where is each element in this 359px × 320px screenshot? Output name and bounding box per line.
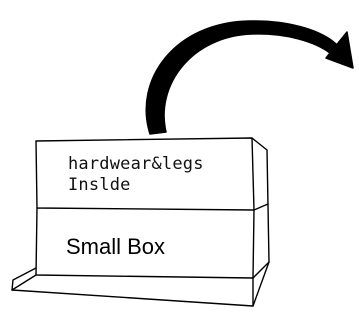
box-left-edge — [12, 268, 36, 290]
box-top-label-line1: hardwear&legs — [68, 154, 204, 174]
box-top-label-line2: Inslde — [68, 175, 131, 195]
arrow-shaft — [146, 21, 343, 134]
box-bottom-edge — [253, 262, 269, 306]
box-right-divider — [254, 204, 268, 210]
curved-arrow — [146, 21, 353, 134]
box-front-face — [36, 138, 254, 210]
box-front-label: Small Box — [66, 234, 165, 259]
box-bottom-face — [12, 275, 253, 306]
